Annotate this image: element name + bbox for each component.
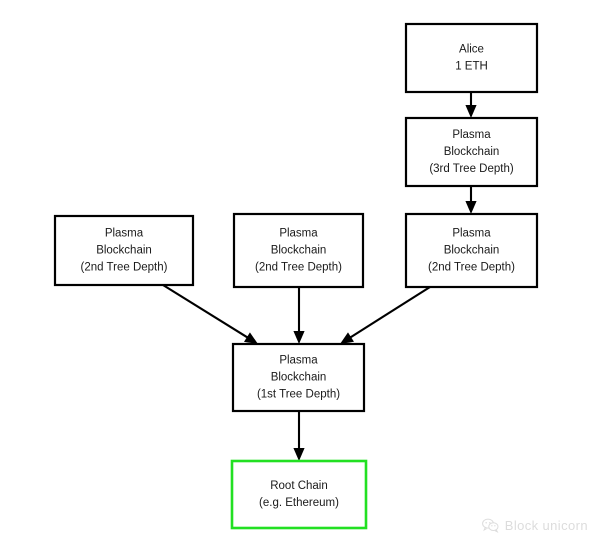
edges-layer [162,92,477,461]
node-label-line: 1 ETH [455,61,488,73]
node-label-line: Plasma [105,228,144,240]
node-box [231,342,366,413]
node-box [53,214,195,287]
node-box [404,116,539,188]
node-label-line: (2nd Tree Depth) [428,262,515,274]
wechat-icon [481,518,499,533]
node-label-line: Root Chain [270,480,328,492]
edge-1st-to-root [293,411,305,461]
edge-arrowhead [465,105,477,118]
node-root-chain[interactable]: Root Chain (e.g. Ethereum) [230,459,368,530]
node-label-line: Plasma [452,228,491,240]
node-label-line: Alice [459,44,484,56]
edge-arrowhead [340,332,354,344]
edge-line [162,284,250,340]
edge-line [348,286,431,340]
node-label-line: Plasma [279,355,318,367]
node-box [404,212,539,289]
node-alice[interactable]: Alice 1 ETH [404,22,539,94]
edge-arrowhead [293,448,305,461]
node-label-line: (3rd Tree Depth) [429,163,514,175]
edge-2nd-middle-to-1st [293,287,305,344]
node-label-line: Blockchain [444,146,500,158]
node-label-line: (2nd Tree Depth) [255,262,342,274]
node-label-line: (1st Tree Depth) [257,389,340,401]
node-label-line: Blockchain [96,245,152,257]
node-label-line: Plasma [279,228,318,240]
node-label-line: Blockchain [271,372,327,384]
node-box [230,459,368,530]
node-label-line: (2nd Tree Depth) [81,262,168,274]
watermark-label: Block unicorn [504,518,588,533]
node-label-line: (e.g. Ethereum) [259,497,339,509]
node-label-line: Plasma [452,129,491,141]
edge-alice-to-3rd [465,92,477,118]
node-box [404,22,539,94]
edge-arrowhead [293,331,305,344]
node-label-line: Blockchain [271,245,327,257]
edge-arrowhead [244,332,258,344]
watermark: Block unicorn [481,518,588,533]
edge-2nd-left-to-1st [162,284,258,344]
edge-3rd-to-2nd-right [465,186,477,214]
edge-2nd-right-to-1st [340,286,431,344]
edge-arrowhead [465,201,477,214]
node-label-line: Blockchain [444,245,500,257]
node-box [232,212,365,289]
